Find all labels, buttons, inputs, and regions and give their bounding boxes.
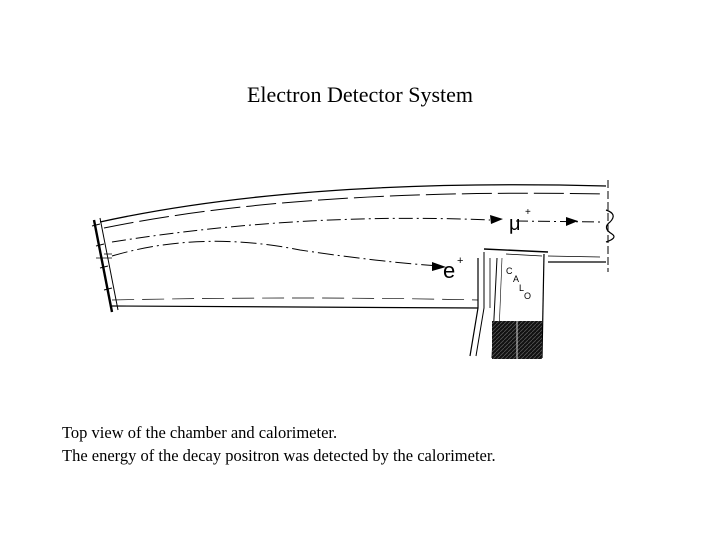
calorimeter-housing-left	[469, 258, 479, 357]
calorimeter-top	[483, 248, 549, 253]
muon-arrow-2	[566, 217, 578, 226]
calo-letter-a: A	[513, 274, 519, 284]
calorimeter-side	[541, 253, 545, 359]
positron-label: e	[443, 258, 455, 283]
chamber-upper-wall-inner	[103, 192, 605, 229]
positron-trajectory	[111, 240, 446, 271]
caption: Top view of the chamber and calorimeter.…	[62, 421, 496, 467]
positron-arrow	[432, 262, 446, 271]
chamber-upper-wall	[99, 184, 607, 223]
chamber-exit-wall-2	[547, 255, 601, 258]
muon-arrow-1	[490, 215, 503, 224]
chamber-lower-wall-inner	[111, 297, 479, 301]
caption-line-1: Top view of the chamber and calorimeter.	[62, 423, 338, 442]
caption-line-2: The energy of the decay positron was det…	[62, 446, 496, 465]
chamber-lower-wall	[111, 305, 479, 309]
muon-charge: +	[525, 207, 531, 218]
entrance-flange	[91, 217, 119, 313]
positron-charge: +	[457, 255, 463, 267]
calo-letter-o: O	[524, 291, 531, 301]
calo-letter-l: L	[519, 283, 524, 293]
calorimeter	[469, 248, 549, 359]
chamber-walls	[99, 184, 607, 309]
muon-beam-line	[96, 215, 601, 259]
exit-flange	[605, 180, 615, 272]
calo-letter-c: C	[506, 266, 513, 276]
muon-label: μ	[509, 213, 521, 235]
calo-label: C A L O	[506, 266, 531, 301]
slide-title: Electron Detector System	[246, 82, 474, 107]
